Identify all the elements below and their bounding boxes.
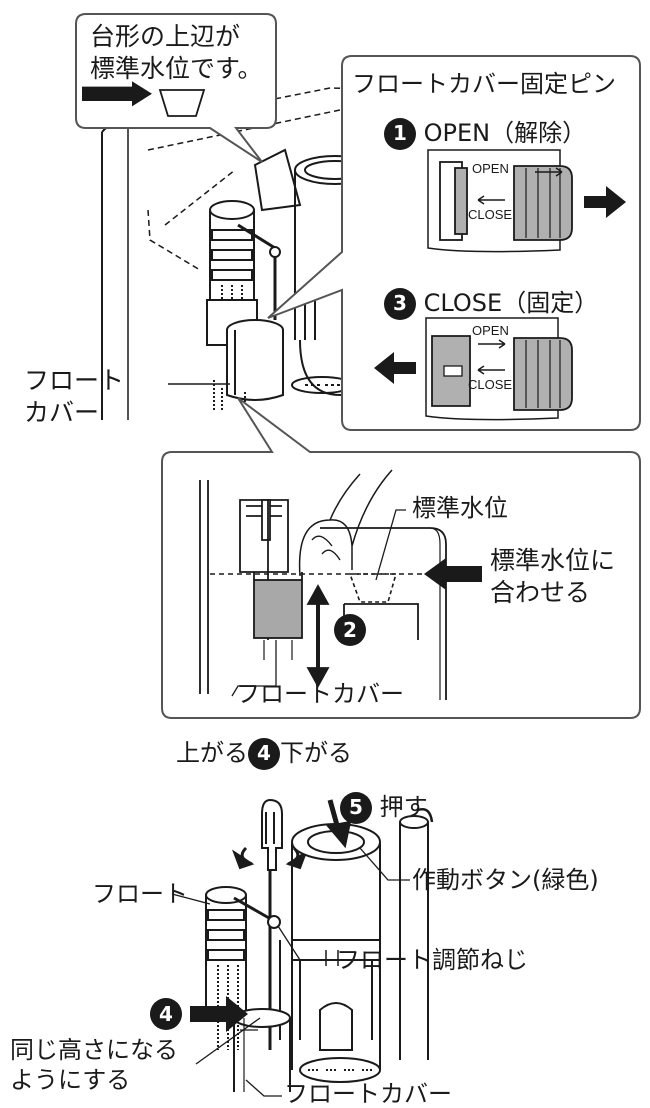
trapezoid-marker-icon [158, 89, 206, 117]
step-5-instruction: 5 押す [340, 792, 428, 824]
callout-text-line2: 標準水位です。 [90, 54, 263, 83]
detail-illustration [199, 469, 447, 700]
pin-step-3-label: CLOSE（固定） [423, 289, 599, 317]
callout-text-line1: 台形の上辺が [90, 22, 241, 51]
step-number-badge: 4 [248, 738, 280, 770]
arrow-right-icon [82, 81, 152, 107]
float-cover-label-line1: フロート [24, 366, 125, 395]
slot-open-label-1: OPEN [472, 161, 509, 176]
step-number-badge: 3 [384, 288, 416, 320]
step-4-up-label: 上がる [176, 739, 248, 767]
slot-close-label-1: CLOSE [468, 207, 513, 222]
step-number-badge: 4 [150, 998, 182, 1030]
same-height-line1: 同じ高さになる [10, 1036, 178, 1064]
float-adjust-screw-label: フロート調節ねじ [336, 946, 528, 974]
slot-close-label-3: CLOSE [468, 377, 513, 392]
arrow-right-icon [584, 186, 626, 218]
bottom-tank-illustration [171, 798, 434, 1097]
step-4b-badge: 4 [150, 998, 182, 1030]
pin-step-3: 3 CLOSE（固定） [384, 288, 598, 320]
step-5-label: 押す [379, 793, 428, 821]
step-number-badge: 2 [334, 614, 366, 646]
step-2-badge: 2 [334, 614, 366, 646]
step-number-badge: 5 [340, 792, 372, 824]
align-label-line2: 合わせる [490, 578, 591, 607]
pin-panel-title: フロートカバー固定ピン [352, 70, 616, 98]
step-number-badge: 1 [384, 118, 416, 150]
water-level-label: 標準水位 [412, 494, 508, 522]
float-cover-label-line2: カバー [24, 398, 100, 427]
arrow-right-icon [190, 996, 248, 1032]
action-button-label: 作動ボタン(緑色) [412, 866, 599, 894]
step-4-down-label: 下がる [280, 739, 352, 767]
align-label-line1: 標準水位に [490, 546, 616, 575]
detail-float-cover-label: フロートカバー [236, 680, 404, 708]
callout-bubble-top [75, 13, 277, 163]
pin-step-1: 1 OPEN（解除） [384, 118, 586, 150]
slot-open-label-3: OPEN [472, 323, 509, 338]
pin-close-illustration [374, 317, 573, 421]
float-label: フロート [92, 880, 188, 908]
arrow-left-icon [374, 352, 416, 384]
arrow-left-icon [424, 558, 482, 590]
pin-open-illustration [427, 149, 626, 253]
bottom-float-cover-label: フロートカバー [284, 1080, 452, 1108]
same-height-line2: ようにする [10, 1066, 131, 1094]
pin-step-1-label: OPEN（解除） [423, 119, 587, 147]
